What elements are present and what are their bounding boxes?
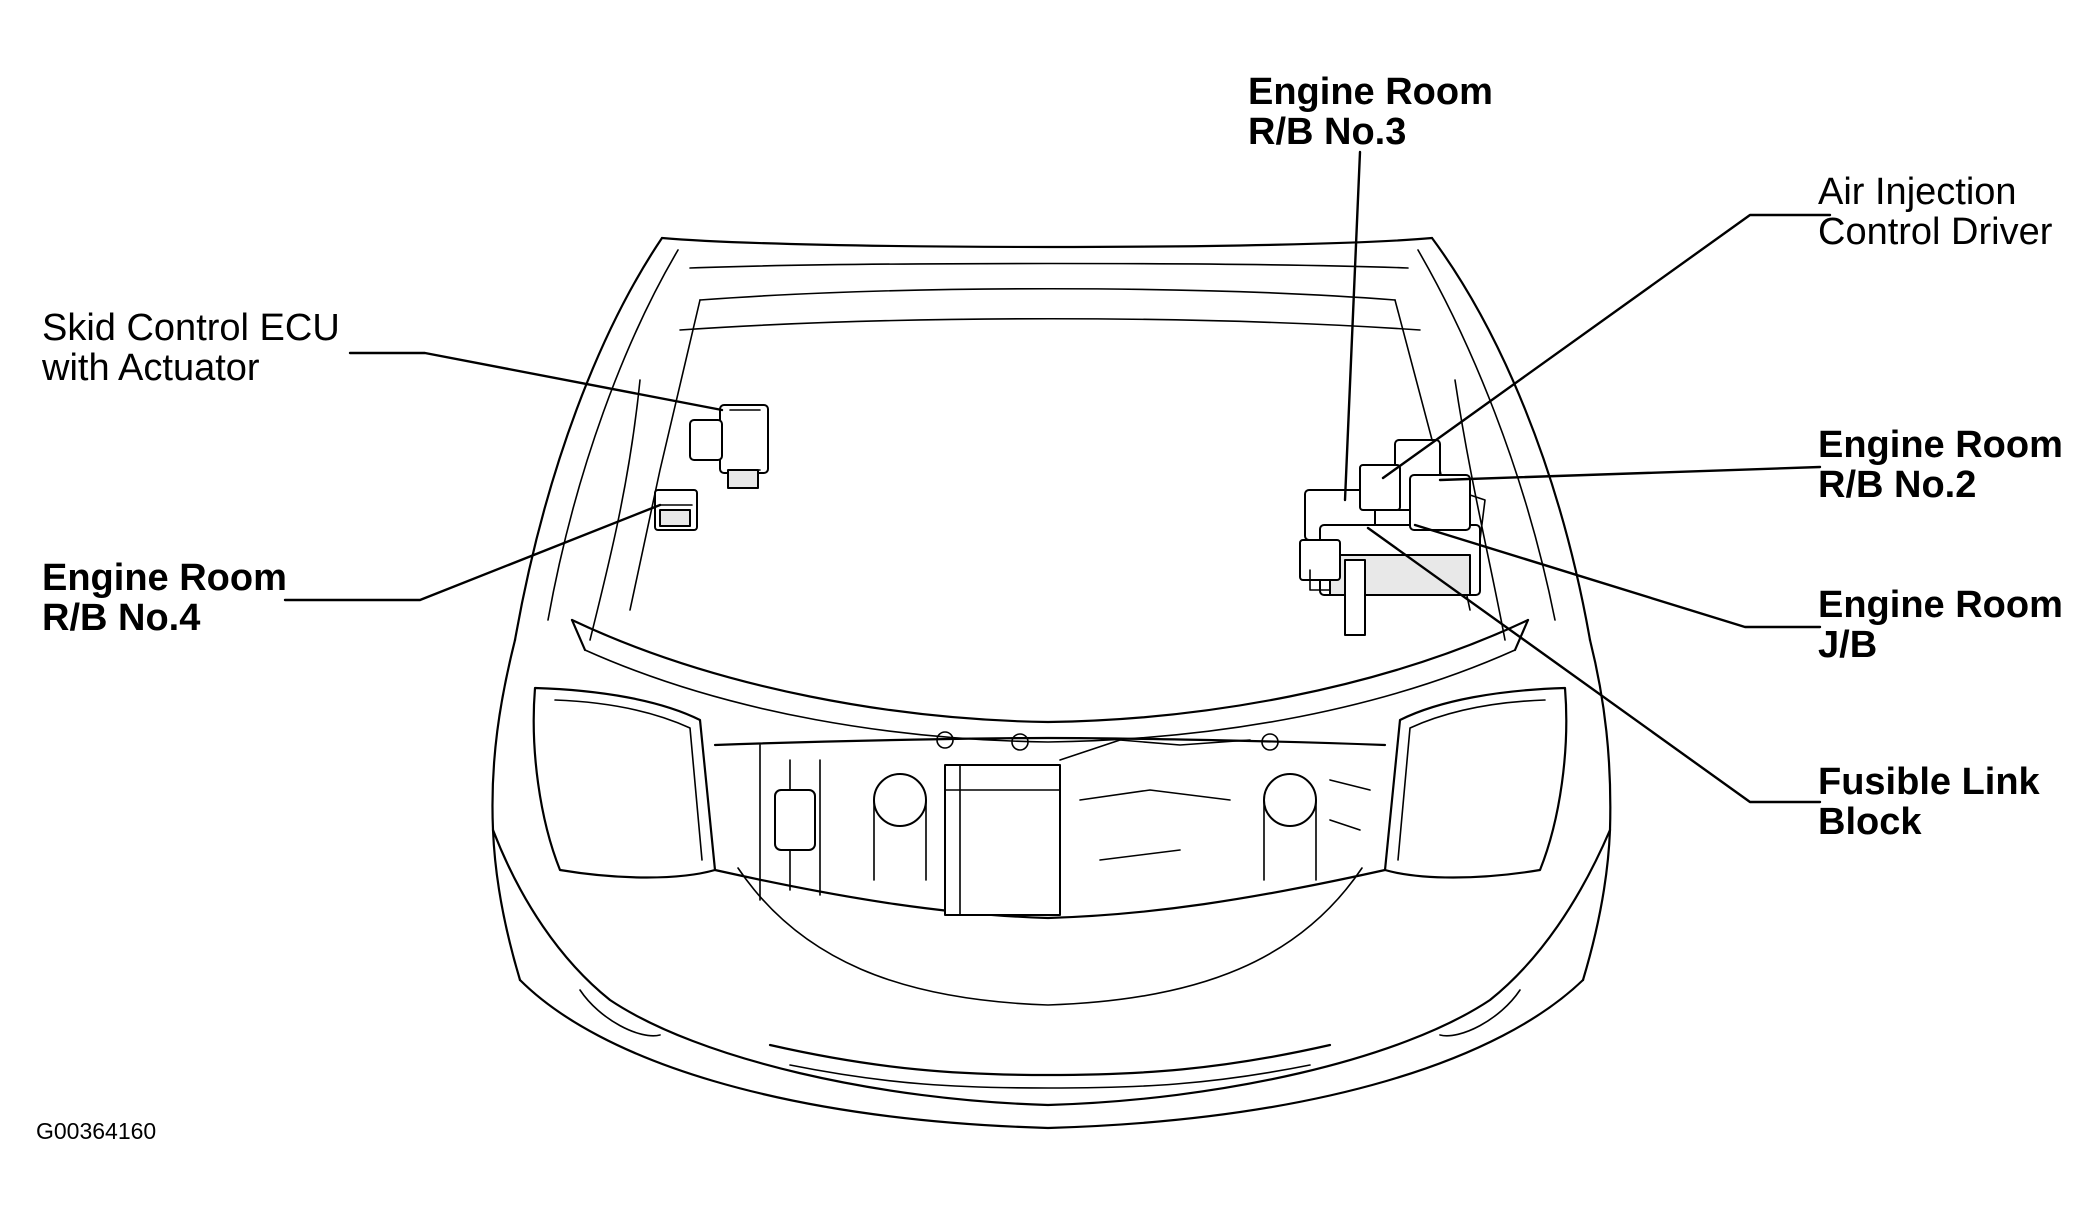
figure-id: G00364160: [36, 1118, 157, 1144]
label-line: R/B No.4: [42, 597, 201, 639]
engine-components: [759, 731, 1371, 916]
label-line: Air Injection: [1818, 171, 2017, 213]
skid-control-ecu-component: [689, 404, 769, 489]
label-line: Engine Room: [1248, 71, 1493, 113]
label-line: with Actuator: [42, 347, 260, 389]
label-line: Control Driver: [1818, 211, 2053, 253]
label-line: Skid Control ECU: [42, 307, 340, 349]
label-line: Block: [1818, 801, 1922, 843]
label-engine-room-rb2: Engine Room R/B No.2: [1818, 425, 2063, 505]
right-junction-cluster: [1299, 439, 1486, 636]
label-line: Engine Room: [1818, 424, 2063, 466]
leader-lines: [283, 150, 1832, 804]
label-line: Engine Room: [42, 557, 287, 599]
label-air-injection-control-driver: Air Injection Control Driver: [1818, 172, 2052, 252]
engine-room-rb4-component: [654, 489, 698, 531]
label-line: Fusible Link: [1818, 761, 2040, 803]
label-skid-control-ecu: Skid Control ECU with Actuator: [42, 308, 340, 388]
vehicle-body-outline: [491, 236, 1612, 1130]
label-engine-room-jb: Engine Room J/B: [1818, 585, 2063, 665]
label-line: Engine Room: [1818, 584, 2063, 626]
label-line: R/B No.3: [1248, 111, 1407, 153]
label-fusible-link-block: Fusible Link Block: [1818, 762, 2040, 842]
label-engine-room-rb3: Engine Room R/B No.3: [1248, 72, 1493, 152]
label-line: J/B: [1818, 624, 1878, 666]
label-engine-room-rb4: Engine Room R/B No.4: [42, 558, 287, 638]
label-line: R/B No.2: [1818, 464, 1977, 506]
